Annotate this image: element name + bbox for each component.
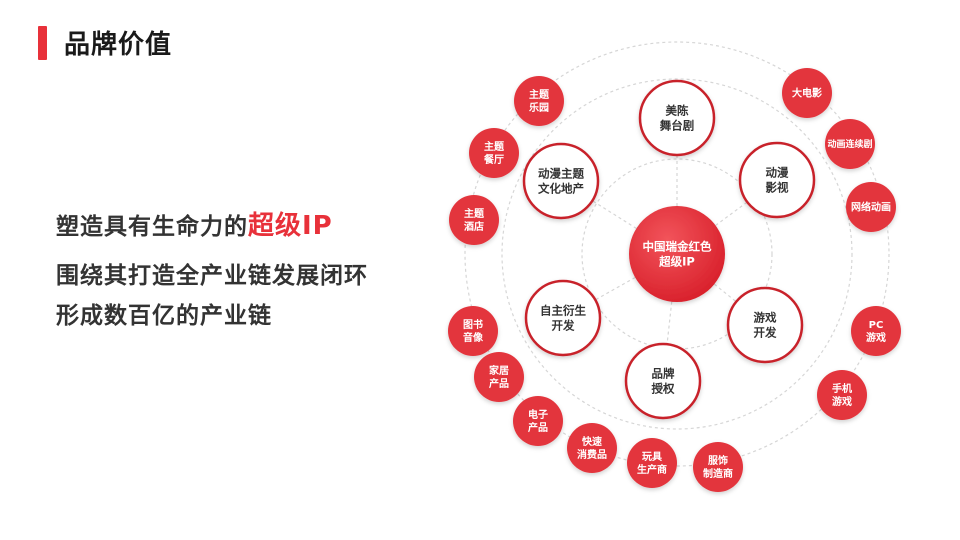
outer-node-label-line-2: 乐园	[529, 101, 549, 114]
outer-node-label-line-1: 玩具	[642, 451, 662, 463]
mid-node-circle	[638, 79, 716, 157]
ring-layer	[464, 41, 890, 467]
outer-node-label-line-2: 产品	[489, 377, 509, 390]
outer-node-circle	[469, 128, 519, 178]
outer-node-label-line-2: 游戏	[866, 331, 886, 344]
mid-node-circle	[726, 286, 804, 364]
outer-node-label-line-2: 音像	[463, 331, 484, 344]
outer-node-circle	[782, 68, 832, 118]
outer-node-label-line-1: 手机	[832, 382, 852, 395]
outer-node-circle	[825, 119, 875, 169]
mid-node-label-line-2: 开发	[754, 326, 777, 340]
outer-node-circle	[627, 438, 677, 488]
pitch-highlight: 超级IP	[248, 211, 333, 241]
mid-node-label-line-2: 授权	[652, 382, 675, 396]
outer-node-label-line-2: 酒店	[464, 220, 484, 233]
outer-node-label-line-1: PC	[869, 320, 884, 331]
outer-node-circle	[817, 370, 867, 420]
outer-node-label-line-1: 电子	[528, 408, 548, 421]
outer-node: 大电影	[782, 68, 832, 118]
outer-node-label-line-1: 网络动画	[851, 201, 891, 214]
outer-node-label-line-2: 生产商	[637, 463, 667, 476]
center-node-circle	[629, 206, 725, 302]
outer-node-circle	[474, 352, 524, 402]
outer-node-label-line-1: 图书	[463, 318, 483, 331]
mid-node-label-line-1: 动漫	[766, 166, 789, 180]
mid-node-circle	[738, 141, 816, 219]
node-layer: 主题乐园大电影主题餐厅动画连续剧网络动画主题酒店PC游戏图书音像家居产品手机游戏…	[448, 68, 901, 492]
pitch-line-2: 围绕其打造全产业链发展闭环	[56, 263, 368, 289]
outer-node-label-line-2: 消费品	[577, 448, 607, 461]
outer-node-label-line-1: 服饰	[708, 454, 728, 467]
outer-node-label-line-2: 产品	[528, 421, 548, 434]
mid-node-label-line-1: 美陈	[666, 104, 689, 118]
outer-node: 动画连续剧	[825, 119, 875, 169]
outer-node-label-line-1: 家居	[489, 364, 509, 377]
outer-node-circle	[513, 396, 563, 446]
outer-node-label-line-2: 餐厅	[483, 153, 504, 166]
mid-node-circle	[524, 279, 602, 357]
mid-node-label-line-2: 舞台剧	[660, 119, 695, 133]
orbit-ring-3	[464, 41, 890, 467]
outer-node-circle	[448, 306, 498, 356]
mid-node-label-line-1: 品牌	[652, 367, 675, 381]
mid-node-circle	[522, 142, 600, 220]
outer-node-label-line-2: 游戏	[832, 395, 852, 408]
outer-node-label-line-1: 主题	[529, 88, 550, 101]
orbit-ring-2	[501, 78, 853, 430]
center-node-label-line-2: 超级IP	[658, 255, 695, 269]
outer-node-circle	[851, 306, 901, 356]
outer-node-circle	[693, 442, 743, 492]
mid-node-label-line-2: 文化地产	[538, 182, 584, 196]
orbit-ring-1	[581, 158, 773, 350]
pitch-line-1: 塑造具有生命力的超级IP	[56, 205, 333, 242]
pitch-line-3: 形成数百亿的产业链	[56, 303, 272, 329]
outer-node-circle	[449, 195, 499, 245]
center-node-label-line-1: 中国瑞金红色	[643, 240, 712, 254]
title-accent-bar	[38, 26, 47, 60]
mid-node-label-line-1: 动漫主题	[538, 167, 584, 181]
mid-node-label-line-1: 自主衍生	[540, 304, 586, 318]
mid-node-circle	[624, 342, 702, 420]
outer-node-label-line-2: 制造商	[703, 467, 733, 480]
outer-node-circle	[567, 423, 617, 473]
outer-node-label-line-1: 大电影	[792, 87, 822, 100]
outer-node: 网络动画	[846, 182, 896, 232]
page-title: 品牌价值	[64, 30, 173, 60]
outer-node-label-line-1: 主题	[464, 207, 485, 220]
outer-node-label-line-1: 快速	[581, 435, 602, 448]
outer-node-circle	[514, 76, 564, 126]
outer-node-circle	[846, 182, 896, 232]
outer-node-label-line-1: 主题	[484, 140, 505, 153]
mid-node-label-line-1: 游戏	[754, 311, 777, 325]
mid-node-label-line-2: 影视	[766, 181, 789, 195]
mid-node-label-line-2: 开发	[552, 319, 575, 333]
outer-node-label-line-1: 动画连续剧	[827, 138, 872, 150]
pitch-line-1-prefix: 塑造具有生命力的	[56, 214, 248, 240]
